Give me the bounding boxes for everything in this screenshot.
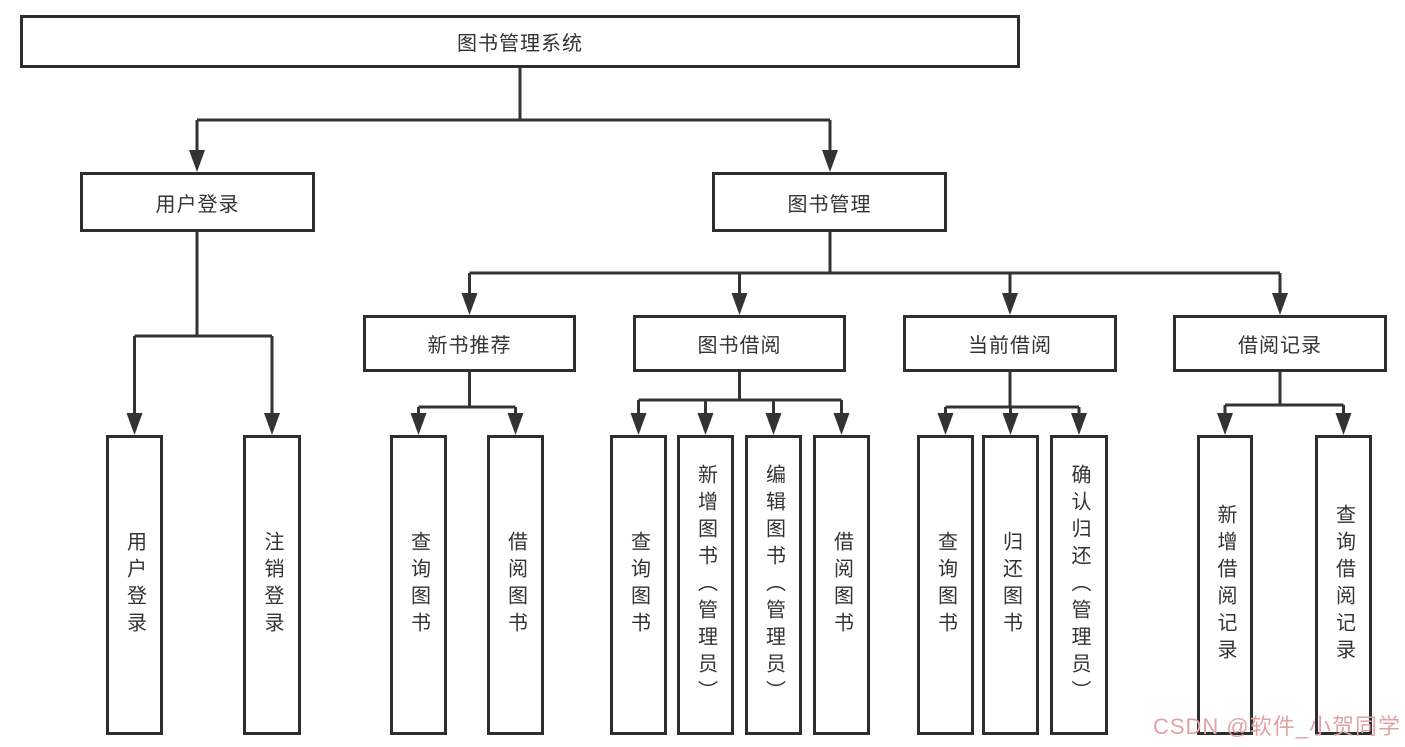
leaf-borrow-books-label: 借阅图书 (830, 531, 853, 639)
leaf-borrow-books: 借阅图书 (813, 435, 870, 735)
leaf-logout: 注销登录 (243, 435, 301, 735)
node-user-login-label: 用户登录 (155, 193, 240, 216)
leaf-confirm-return-admin: 确认归还（管理员） (1050, 435, 1108, 735)
node-book-borrowing: 图书借阅 (633, 315, 846, 372)
leaf-add-borrow-record-label: 新增借阅记录 (1214, 504, 1236, 666)
leaf-edit-books-admin-label: 编辑图书（管理员） (762, 463, 785, 707)
node-user-login: 用户登录 (80, 172, 315, 232)
leaf-add-books-admin-label: 新增图书（管理员） (694, 463, 717, 707)
node-root: 图书管理系统 (20, 15, 1020, 68)
leaf-user-login: 用户登录 (106, 435, 163, 735)
leaf-edit-books-admin: 编辑图书（管理员） (745, 435, 802, 735)
watermark: CSDN @软件_小贺同学 (1152, 714, 1401, 739)
node-new-book-recommendation-label: 新书推荐 (427, 335, 512, 357)
leaf-query-books-recommend: 查询图书 (390, 435, 447, 735)
leaf-query-borrow-record: 查询借阅记录 (1315, 435, 1372, 735)
node-book-borrowing-label: 图书借阅 (697, 335, 782, 357)
node-current-borrowing-label: 当前借阅 (968, 335, 1052, 357)
leaf-borrow-books-recommend-label: 借阅图书 (504, 531, 527, 639)
leaf-query-books-borrow-label: 查询图书 (627, 531, 650, 639)
leaf-user-login-label: 用户登录 (123, 531, 146, 639)
node-current-borrowing: 当前借阅 (903, 315, 1117, 372)
leaf-return-books: 归还图书 (982, 435, 1039, 735)
leaf-add-books-admin: 新增图书（管理员） (677, 435, 734, 735)
leaf-return-books-label: 归还图书 (999, 531, 1022, 639)
node-borrowing-records-label: 借阅记录 (1238, 335, 1322, 357)
leaf-query-books-current: 查询图书 (917, 435, 974, 735)
leaf-query-books-borrow: 查询图书 (610, 435, 667, 735)
leaf-logout-label: 注销登录 (261, 531, 283, 639)
node-book-management: 图书管理 (712, 172, 947, 232)
leaf-confirm-return-admin-label: 确认归还（管理员） (1068, 463, 1090, 707)
node-root-label: 图书管理系统 (457, 33, 583, 55)
leaf-query-books-current-label: 查询图书 (934, 531, 957, 639)
leaf-borrow-books-recommend: 借阅图书 (487, 435, 544, 735)
leaf-query-borrow-record-label: 查询借阅记录 (1332, 504, 1355, 666)
tree-edges (133, 68, 1345, 415)
node-borrowing-records: 借阅记录 (1173, 315, 1387, 372)
leaf-query-books-recommend-label: 查询图书 (407, 531, 430, 639)
node-new-book-recommendation: 新书推荐 (363, 315, 576, 372)
node-book-management-label: 图书管理 (787, 193, 872, 216)
leaf-add-borrow-record: 新增借阅记录 (1197, 435, 1253, 735)
